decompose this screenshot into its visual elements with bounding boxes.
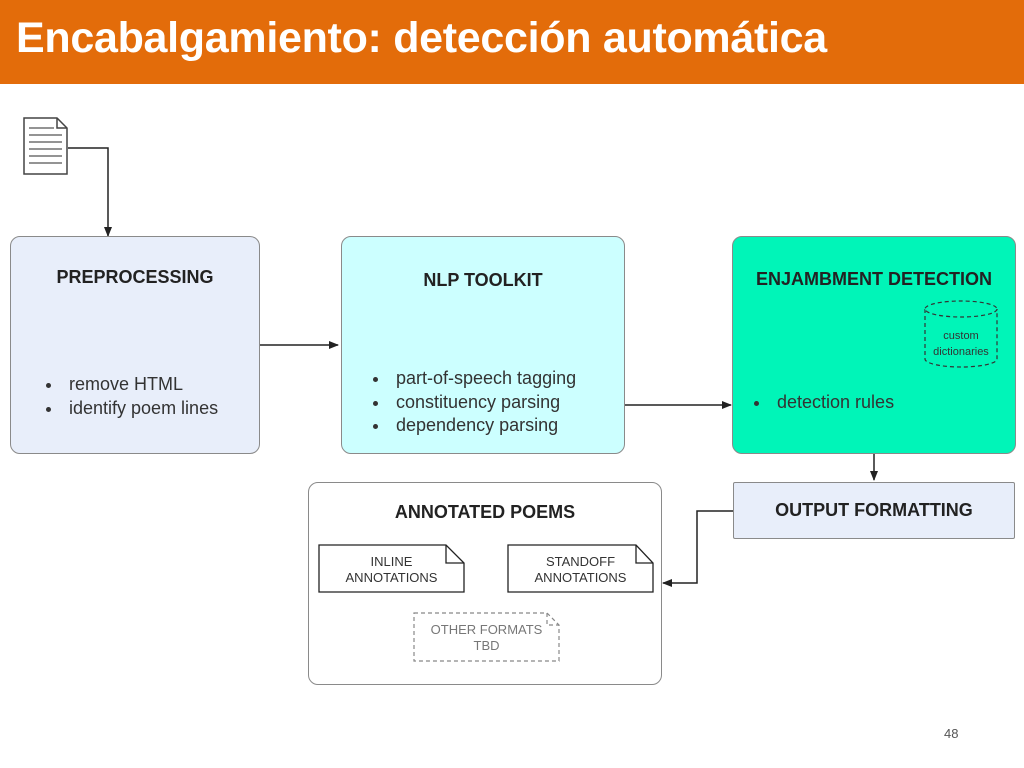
preprocessing-title: PREPROCESSING [56, 267, 214, 287]
other-formats-document [413, 612, 560, 662]
nlp-toolkit-box: NLP TOOLKIT part-of-speech tagging const… [341, 236, 625, 454]
annotated-poems-title: ANNOTATED POEMS [394, 502, 576, 522]
other-formats-label: OTHER FORMATS TBD [430, 622, 543, 653]
standoff-annotations-document [507, 544, 654, 593]
list-item: remove HTML [63, 373, 218, 397]
inline-annotations-document [318, 544, 465, 593]
list-item: detection rules [771, 391, 894, 415]
enjambment-detection-title: ENJAMBMENT DETECTION [755, 269, 992, 289]
standoff-annotations-label: STANDOFF ANNOTATIONS [534, 554, 627, 585]
output-formatting-box: OUTPUT FORMATTING [733, 482, 1015, 539]
inline-annotations-label: INLINE ANNOTATIONS [345, 554, 438, 585]
preprocessing-list: remove HTML identify poem lines [41, 373, 218, 420]
nlp-toolkit-title: NLP TOOLKIT [423, 270, 543, 290]
title-bar: Encabalgamiento: detección automática [0, 0, 1024, 84]
page-number: 48 [944, 726, 959, 741]
output-formatting-title: OUTPUT FORMATTING [775, 500, 973, 520]
document-icon [23, 117, 68, 175]
nlp-toolkit-list: part-of-speech tagging constituency pars… [368, 367, 576, 438]
list-item: constituency parsing [390, 391, 576, 415]
list-item: dependency parsing [390, 414, 576, 438]
preprocessing-box: PREPROCESSING remove HTML identify poem … [10, 236, 260, 454]
dictionaries-label: custom dictionaries [933, 330, 989, 358]
slide-title: Encabalgamiento: detección automática [16, 14, 827, 62]
list-item: part-of-speech tagging [390, 367, 576, 391]
arrow-doc-to-preprocessing [68, 147, 112, 237]
list-item: identify poem lines [63, 397, 218, 421]
arrow-output-to-annotated [662, 510, 733, 587]
enjambment-detection-list: detection rules [749, 391, 894, 415]
